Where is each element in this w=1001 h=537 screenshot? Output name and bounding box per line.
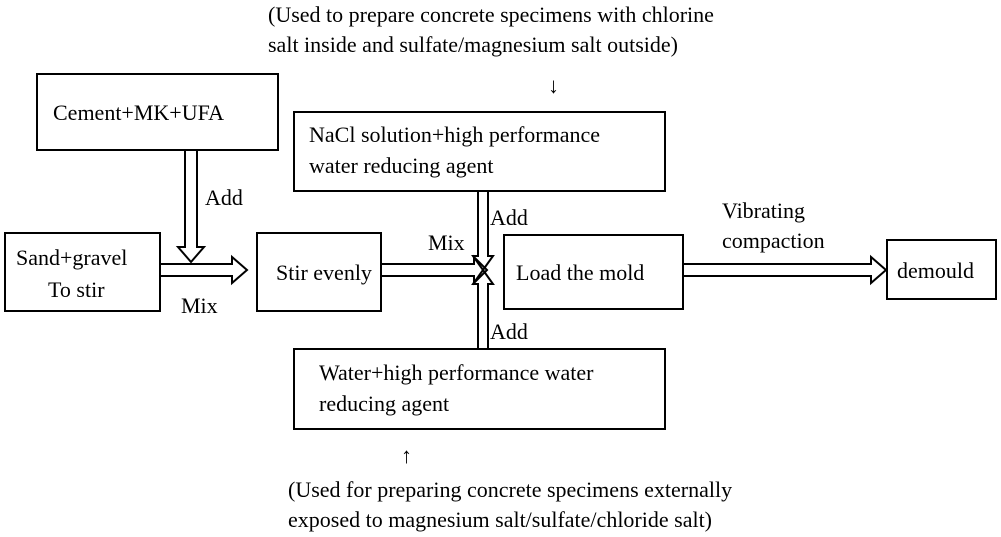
load-mold-box: Load the mold: [503, 234, 684, 310]
arrow-stir-to-load: [382, 254, 489, 286]
water-box: Water+high performance water reducing ag…: [293, 348, 666, 430]
mix-stir-label: Mix: [428, 230, 465, 255]
arrow-cement-down: [175, 148, 207, 264]
down-arrow-icon: ↓: [548, 73, 559, 98]
top-note-line-2: salt inside and sulfate/magnesium salt o…: [268, 32, 678, 57]
cement-box-label: Cement+MK+UFA: [53, 100, 225, 125]
nacl-solution-box: NaCl solution+high performance water red…: [293, 111, 666, 192]
arrow-sand-to-stir: [161, 254, 249, 286]
demould-label: demould: [897, 258, 974, 283]
water-label-line-1: Water+high performance water: [319, 360, 594, 385]
stir-evenly-label: Stir evenly: [276, 260, 372, 285]
demould-box: demould: [886, 239, 997, 300]
sand-gravel-box: Sand+gravel To stir: [4, 232, 161, 312]
bottom-note-line-2: exposed to magnesium salt/sulfate/chlori…: [288, 507, 713, 532]
sand-gravel-label-line-1: Sand+gravel: [16, 245, 128, 270]
sand-gravel-label-line-2: To stir: [48, 277, 105, 302]
arrow-water-up: [471, 268, 495, 348]
load-mold-label: Load the mold: [516, 260, 645, 285]
nacl-label-line-2: water reducing agent: [309, 153, 494, 178]
cement-box: Cement+MK+UFA: [36, 73, 279, 151]
water-label-line-2: reducing agent: [319, 391, 450, 416]
add-nacl-label: Add: [490, 205, 528, 230]
add-cement-label: Add: [205, 185, 243, 210]
vibrating-label-line-2: compaction: [722, 228, 825, 253]
stir-evenly-box: Stir evenly: [256, 232, 382, 312]
up-arrow-icon: ↑: [401, 443, 412, 468]
arrow-load-to-demould: [684, 254, 888, 286]
add-water-label: Add: [490, 319, 528, 344]
vibrating-label-line-1: Vibrating: [722, 198, 805, 223]
nacl-label-line-1: NaCl solution+high performance: [309, 122, 601, 147]
mix-sand-label: Mix: [181, 293, 218, 318]
top-note-line-1: (Used to prepare concrete specimens with…: [268, 2, 714, 27]
bottom-note-line-1: (Used for preparing concrete specimens e…: [288, 477, 733, 502]
